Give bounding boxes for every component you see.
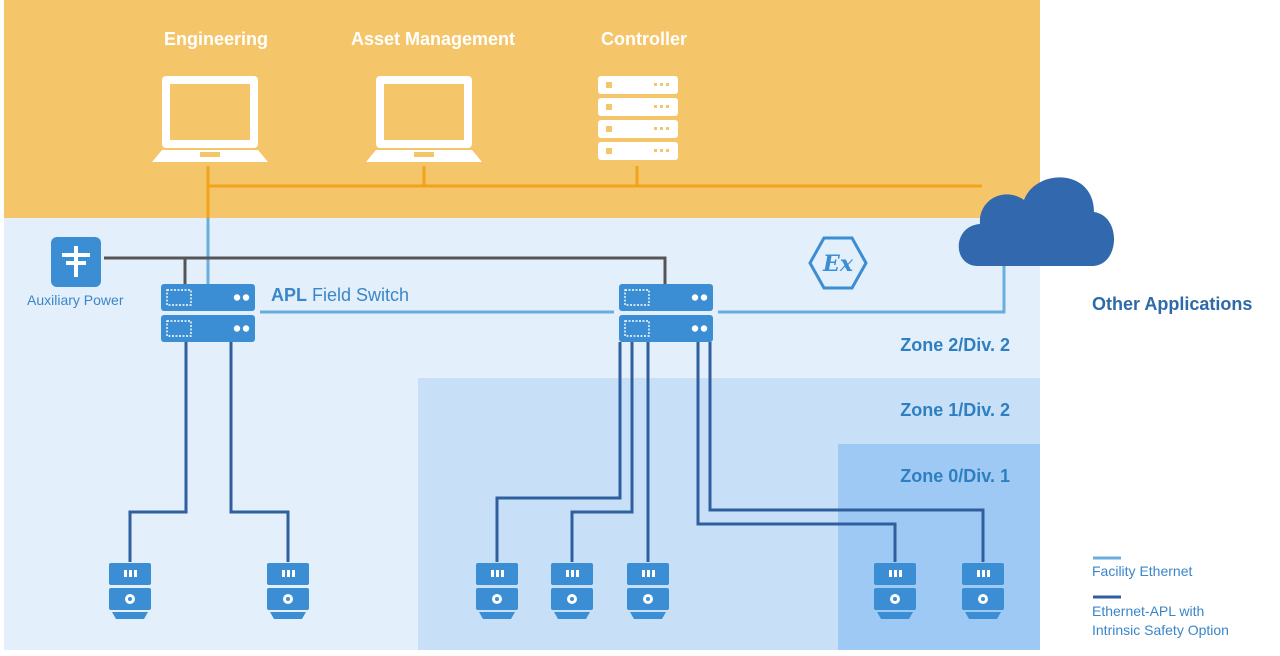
apl-field-switch-label: APL Field Switch (271, 285, 409, 306)
auxiliary-power-line (104, 256, 667, 284)
asset-management-label: Asset Management (350, 29, 516, 49)
legend-facility-label: Facility Ethernet (1092, 563, 1193, 579)
zone0-label: Zone 0/Div. 1 (900, 466, 1010, 486)
facility-ethernet-lines (206, 218, 1006, 314)
zone1-label: Zone 1/Div. 2 (900, 400, 1010, 420)
legend-apl-line2: Intrinsic Safety Option (1092, 622, 1229, 638)
auxiliary-power-label: Auxiliary Power (27, 292, 124, 308)
engineering-label: Engineering (163, 29, 269, 49)
cloud-icon (958, 177, 1115, 266)
auxiliary-power-icon (51, 237, 101, 287)
orange-bus (206, 166, 982, 218)
ex-hazard-icon: Ex (808, 236, 868, 290)
other-applications-label: Other Applications (1092, 294, 1253, 314)
zone0-area (838, 444, 1040, 650)
zone2-label: Zone 2/Div. 2 (900, 335, 1010, 355)
ex-symbol-text: Ex (822, 251, 854, 277)
legend-apl-label: Ethernet-APL with Intrinsic Safety Optio… (1092, 602, 1229, 640)
field-switch-text: Field Switch (312, 285, 410, 305)
apl-prefix: APL (271, 285, 307, 305)
legend-apl-line1: Ethernet-APL with (1092, 603, 1205, 619)
ethernet-apl-lines (128, 342, 985, 562)
controller-label: Controller (600, 29, 688, 49)
